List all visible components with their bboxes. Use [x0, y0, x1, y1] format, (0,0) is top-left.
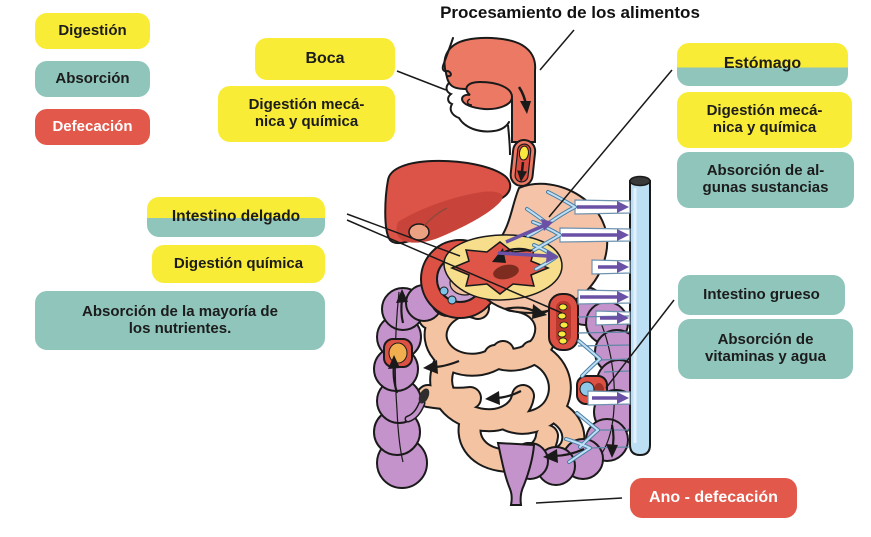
- page-title: Procesamiento de los alimentos: [440, 3, 700, 22]
- pointer-lines: [346, 29, 675, 504]
- blood-vessel-tube: [629, 175, 651, 457]
- absorption-arrows: [497, 201, 629, 404]
- ileum-cutaway: [548, 293, 579, 351]
- label-intestino-grueso: Intestino grueso: [678, 275, 845, 315]
- label-boca: Boca: [255, 38, 395, 80]
- legend-absorcion: Absorción: [35, 61, 150, 97]
- mouth-illustration: [441, 36, 537, 156]
- esophagus-illustration: [509, 139, 537, 187]
- rectum-illustration: [496, 441, 536, 506]
- label-estomago-proceso1: Digestión mecá- nica y química: [677, 92, 852, 148]
- food-bolus: [518, 145, 529, 161]
- label-intestino-delgado-proceso1: Digestión química: [152, 245, 325, 283]
- label-intestino-grueso-proceso: Absorción de vitaminas y agua: [678, 319, 853, 379]
- label-boca-proceso: Digestión mecá- nica y química: [218, 86, 395, 142]
- label-ano-defecacion: Ano - defecación: [630, 478, 797, 518]
- appendix-illustration: [404, 388, 430, 423]
- label-estomago: Estómago: [677, 43, 848, 86]
- liver-illustration: [384, 159, 512, 244]
- legend-defecacion: Defecación: [35, 109, 150, 145]
- label-intestino-delgado: Intestino delgado: [147, 197, 325, 237]
- tongue-illustration: [460, 80, 514, 111]
- label-intestino-delgado-proceso2: Absorción de la mayoría de los nutriente…: [35, 291, 325, 350]
- legend-digestion: Digestión: [35, 13, 150, 49]
- label-estomago-proceso2: Absorción de al- gunas sustancias: [677, 152, 854, 208]
- flow-arrowheads: [388, 289, 618, 463]
